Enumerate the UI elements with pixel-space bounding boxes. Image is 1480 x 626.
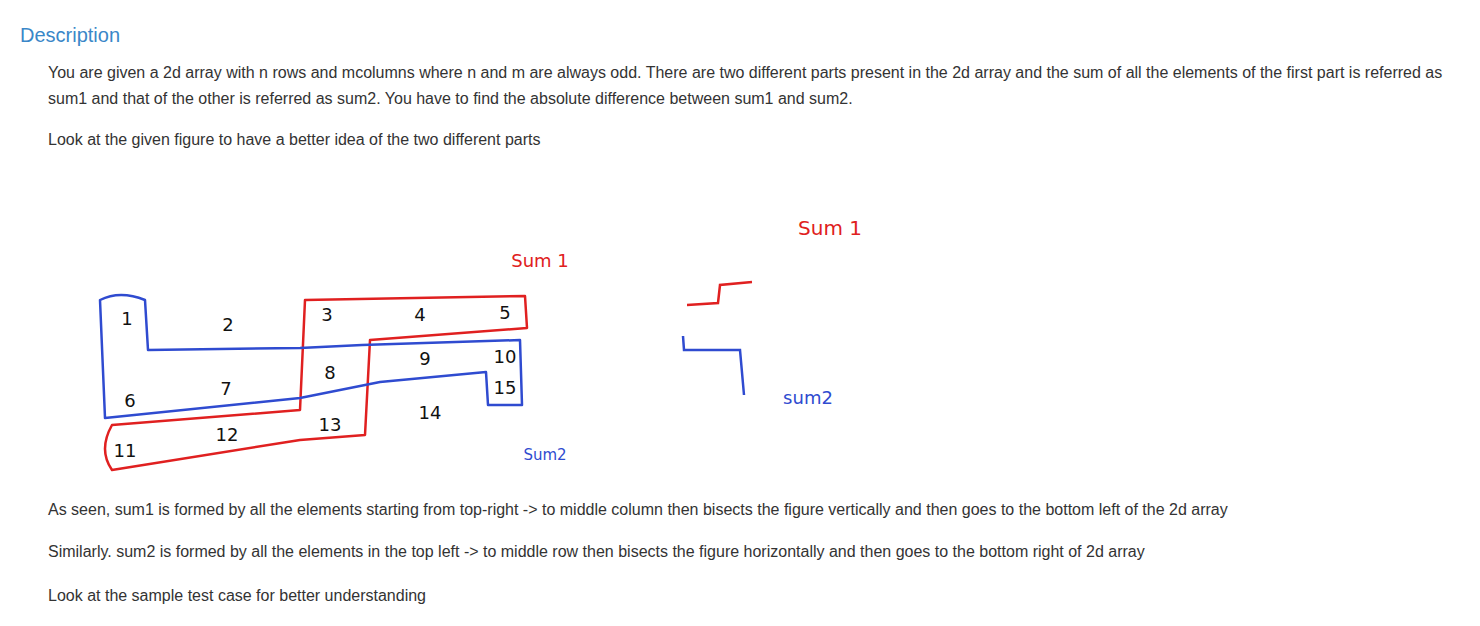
sum1-label: Sum 1 bbox=[798, 216, 862, 240]
sum2-shape-mark bbox=[683, 336, 744, 395]
description-text: Look at the sample test case for better … bbox=[48, 587, 426, 605]
array-cell: 10 bbox=[494, 346, 517, 367]
array-cell: 9 bbox=[419, 348, 430, 369]
description-text: You are given a 2d array with n rows and… bbox=[48, 60, 1453, 112]
array-cell: 4 bbox=[414, 304, 425, 325]
array-cell: 11 bbox=[114, 440, 137, 461]
array-cell: 2 bbox=[222, 314, 233, 335]
sum1-label: Sum 1 bbox=[511, 250, 569, 271]
sum1-shape-mark bbox=[687, 282, 752, 305]
description-text: Look at the given figure to have a bette… bbox=[48, 131, 540, 149]
sum1-outline bbox=[105, 296, 527, 470]
array-cell: 1 bbox=[121, 308, 132, 329]
array-cell: 14 bbox=[419, 402, 442, 423]
array-cell: 7 bbox=[220, 378, 231, 399]
array-cell: 6 bbox=[124, 390, 135, 411]
section-heading: Description bbox=[20, 24, 120, 47]
sum2-label: Sum2 bbox=[523, 446, 566, 464]
array-cell: 12 bbox=[216, 424, 239, 445]
array-cell: 5 bbox=[499, 302, 510, 323]
array-cell: 13 bbox=[319, 414, 342, 435]
description-text: As seen, sum1 is formed by all the eleme… bbox=[48, 501, 1228, 519]
array-cell: 15 bbox=[494, 377, 517, 398]
array-cell: 3 bbox=[321, 304, 332, 325]
description-text: Similarly. sum2 is formed by all the ele… bbox=[48, 543, 1145, 561]
sum2-label: sum2 bbox=[783, 387, 833, 408]
sum2-outline bbox=[100, 295, 522, 418]
array-cell: 8 bbox=[324, 362, 335, 383]
